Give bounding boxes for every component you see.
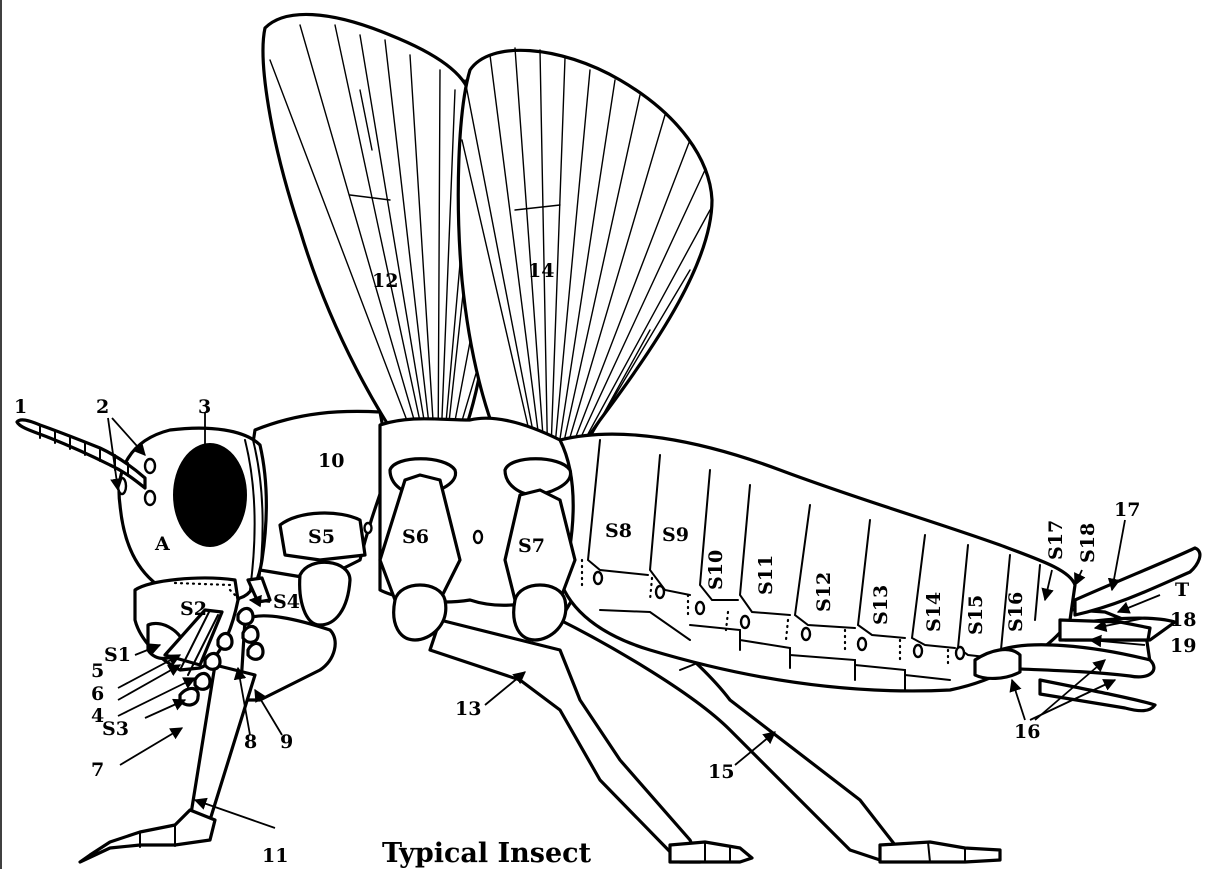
compound-eye (173, 443, 247, 547)
label-13: 13 (455, 698, 481, 720)
label-S8: S8 (605, 520, 632, 542)
forewing (263, 14, 486, 470)
label-2: 2 (96, 396, 109, 418)
label-19: 19 (1170, 635, 1196, 657)
label-1: 1 (14, 396, 27, 418)
label-6: 6 (91, 683, 104, 705)
label-10: 10 (318, 450, 344, 472)
label-3: 3 (198, 396, 211, 418)
label-S4: S4 (273, 591, 300, 613)
label-8: 8 (244, 731, 257, 753)
label-S10: S10 (705, 550, 727, 590)
label-11: 11 (262, 845, 288, 867)
label-S13: S13 (870, 585, 892, 625)
label-17: 17 (1114, 499, 1140, 521)
label-15: 15 (708, 761, 734, 783)
label-S18: S18 (1077, 523, 1099, 563)
label-S5: S5 (308, 526, 335, 548)
label-16: 16 (1014, 721, 1040, 743)
label-T: T (1175, 579, 1189, 601)
label-7: 7 (91, 759, 104, 781)
label-S6: S6 (402, 526, 429, 548)
label-S15: S15 (965, 595, 987, 635)
label-14: 14 (528, 260, 554, 282)
label-S14: S14 (923, 592, 945, 632)
label-S17: S17 (1045, 520, 1067, 560)
label-9: 9 (280, 731, 293, 753)
label-S16: S16 (1005, 592, 1027, 632)
label-18: 18 (1170, 609, 1196, 631)
label-5: 5 (91, 660, 104, 682)
label-12: 12 (372, 270, 398, 292)
label-S11: S11 (755, 555, 777, 595)
diagram-title: Typical Insect (382, 838, 592, 869)
label-S3: S3 (102, 718, 129, 740)
label-S1: S1 (104, 644, 131, 666)
label-S12: S12 (813, 572, 835, 612)
label-S9: S9 (662, 524, 689, 546)
label-S2: S2 (180, 598, 207, 620)
hindwing (458, 48, 712, 480)
label-S7: S7 (518, 535, 545, 557)
label-A: A (154, 533, 170, 555)
